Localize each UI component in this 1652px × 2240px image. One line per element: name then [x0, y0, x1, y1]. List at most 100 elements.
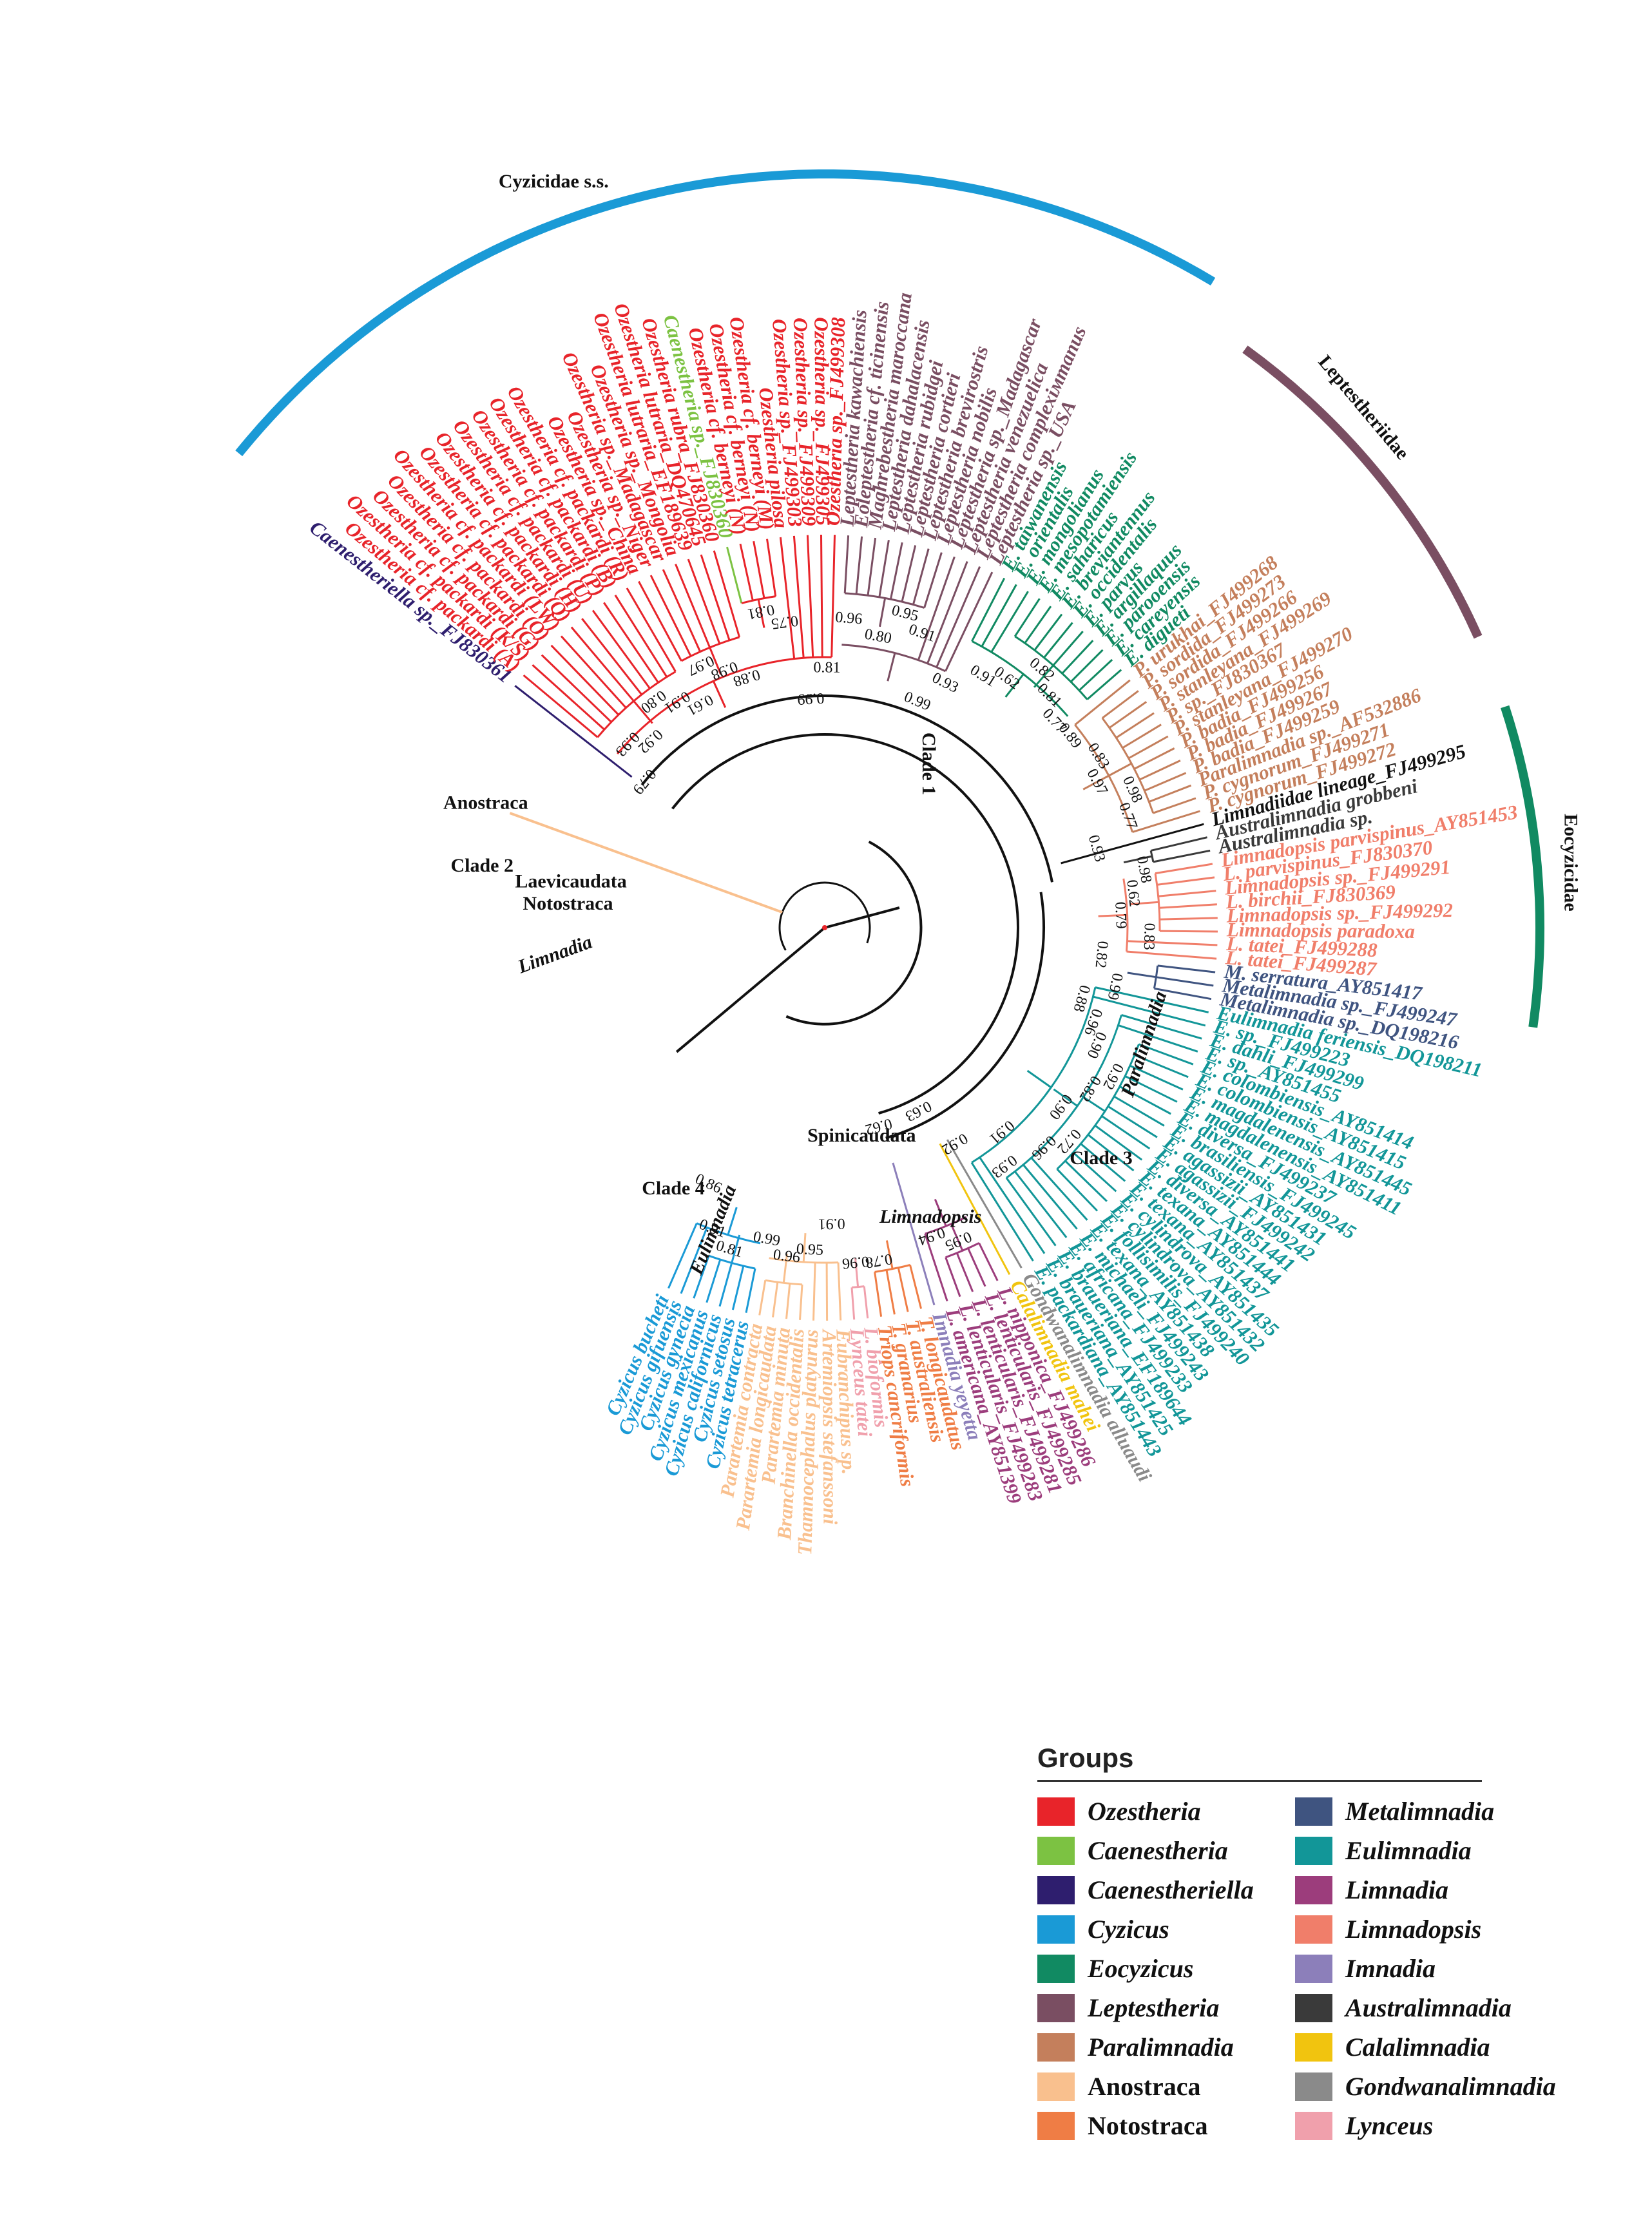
tip-branch — [970, 1162, 1034, 1261]
anostraca-inner-arc — [765, 1279, 803, 1286]
root-dot — [822, 925, 827, 930]
tip-branch — [1128, 735, 1169, 760]
leptestheria-clade-stem — [887, 653, 896, 682]
tip-branch — [638, 580, 682, 662]
legend-swatch — [1295, 1993, 1332, 2022]
tip-branch — [1144, 772, 1187, 792]
support-value: 0.99 — [752, 1229, 782, 1250]
tip-branch — [981, 584, 1017, 647]
tip-branch — [1127, 940, 1218, 946]
legend-label: Anostraca — [1088, 2072, 1201, 2101]
eulimnadia-clade-stem — [1026, 1069, 1052, 1089]
tip-branch — [1155, 863, 1213, 875]
legend-item: Caenestheriella — [1037, 1875, 1295, 1905]
clade-label: Clade 2 — [450, 855, 514, 876]
tip-branch — [1134, 1054, 1189, 1078]
clade-label: Laevicaudata — [515, 870, 626, 892]
tip-branch — [1109, 701, 1148, 729]
support-value: 0.82 — [1076, 1073, 1104, 1104]
support-value: 0.91 — [986, 1116, 1017, 1147]
legend-label: Lynceus — [1345, 2111, 1434, 2140]
tip-branch — [878, 539, 890, 598]
tip-label: Ozestheria sp._FJ499305 — [810, 317, 834, 526]
tip-branch — [1113, 1095, 1165, 1127]
notostraca-clade-stem — [885, 1240, 894, 1269]
tip-branch — [1061, 823, 1204, 865]
tip-branch — [1159, 930, 1218, 933]
tip-branch — [614, 595, 668, 678]
legend-label: Metalimnadia — [1345, 1797, 1495, 1826]
tip-branch — [649, 575, 692, 657]
tip-branch — [978, 1242, 999, 1281]
legend-label: Caenestheria — [1088, 1836, 1228, 1865]
limnadopsis-clade-stem — [1098, 914, 1128, 917]
tip-branch — [753, 541, 765, 598]
legend-item: Ozestheria — [1037, 1796, 1295, 1826]
arc-leptestheriidae — [1242, 345, 1483, 639]
tip-branch — [514, 685, 633, 778]
tip-branch — [1153, 849, 1211, 863]
tip-branch — [1154, 987, 1212, 1000]
tip-branch — [1115, 712, 1155, 739]
tip-branch — [831, 535, 836, 658]
clade-label: Clade 1 — [918, 732, 939, 796]
tip-branch — [1013, 598, 1041, 637]
tip-branch — [863, 1286, 869, 1319]
legend-swatch — [1037, 1797, 1075, 1826]
tip-branch — [812, 1262, 816, 1321]
legend-swatch — [1295, 2111, 1332, 2140]
tip-branch — [892, 1162, 936, 1306]
tip-branch — [766, 539, 777, 597]
legend-item: Australimnadia — [1295, 1993, 1598, 2023]
legend-label: Leptestheria — [1088, 1993, 1220, 2022]
limnadopsis-inner-stem — [1129, 901, 1159, 906]
support-value: 0.81 — [1033, 680, 1064, 711]
tip-branch — [1158, 890, 1216, 897]
legend-item: Limnadia — [1295, 1875, 1598, 1905]
tip-branch — [1080, 1143, 1126, 1182]
tip-branch — [591, 609, 651, 689]
tip-branch — [1070, 649, 1104, 683]
tip-branch — [1101, 690, 1139, 719]
tip-branch — [1148, 784, 1192, 803]
ozestheria-core-arc — [680, 636, 740, 662]
backbone-clade4 — [885, 892, 1045, 1140]
cyzicus-inner-stem — [731, 1234, 741, 1263]
legend-item: Calalimnadia — [1295, 2032, 1598, 2062]
legend-label: Australimnadia — [1345, 1993, 1512, 2022]
legend-title: Groups — [1037, 1743, 1482, 1782]
tip-branch — [1093, 995, 1206, 1027]
tip-branch — [1153, 797, 1196, 814]
tip-branch — [917, 556, 956, 661]
legend-label: Eocyzicus — [1088, 1954, 1194, 1983]
support-value: 0.93 — [1085, 833, 1109, 864]
root-branch — [675, 926, 826, 1053]
support-value: 0.90 — [1046, 1091, 1075, 1122]
legend-item: Metalimnadia — [1295, 1796, 1598, 1826]
tip-branch — [874, 1272, 883, 1317]
tip-branch — [1129, 1064, 1184, 1091]
anostraca-inner-stem — [782, 1254, 788, 1283]
support-value: 0.99 — [1104, 972, 1126, 1001]
tip-branch — [837, 1262, 842, 1321]
tip-branch — [912, 548, 930, 605]
tip-branch — [1095, 986, 1209, 1013]
tip-branch — [1126, 950, 1217, 960]
support-value: 0.62 — [1123, 879, 1143, 908]
tip-branch — [1121, 1014, 1202, 1040]
clade-label: Eocyzicidae — [1561, 814, 1582, 912]
legend-item: Anostraca — [1037, 2071, 1295, 2101]
clade-label: Limnadia — [514, 931, 595, 977]
tip-branch — [939, 1143, 1011, 1276]
clade-label: Anostraca — [443, 792, 528, 813]
legend-swatch — [1037, 1993, 1075, 2022]
arc-cyzicidae — [235, 169, 1216, 457]
tip-branch — [523, 674, 599, 738]
legend-label: Eulimnadia — [1345, 1836, 1472, 1865]
tip-branch — [1157, 876, 1215, 886]
tip-branch — [785, 1283, 791, 1319]
support-value: 0.93 — [929, 669, 961, 696]
tip-branch — [1159, 903, 1217, 909]
legend-item: Cyzicus — [1037, 1914, 1295, 1944]
